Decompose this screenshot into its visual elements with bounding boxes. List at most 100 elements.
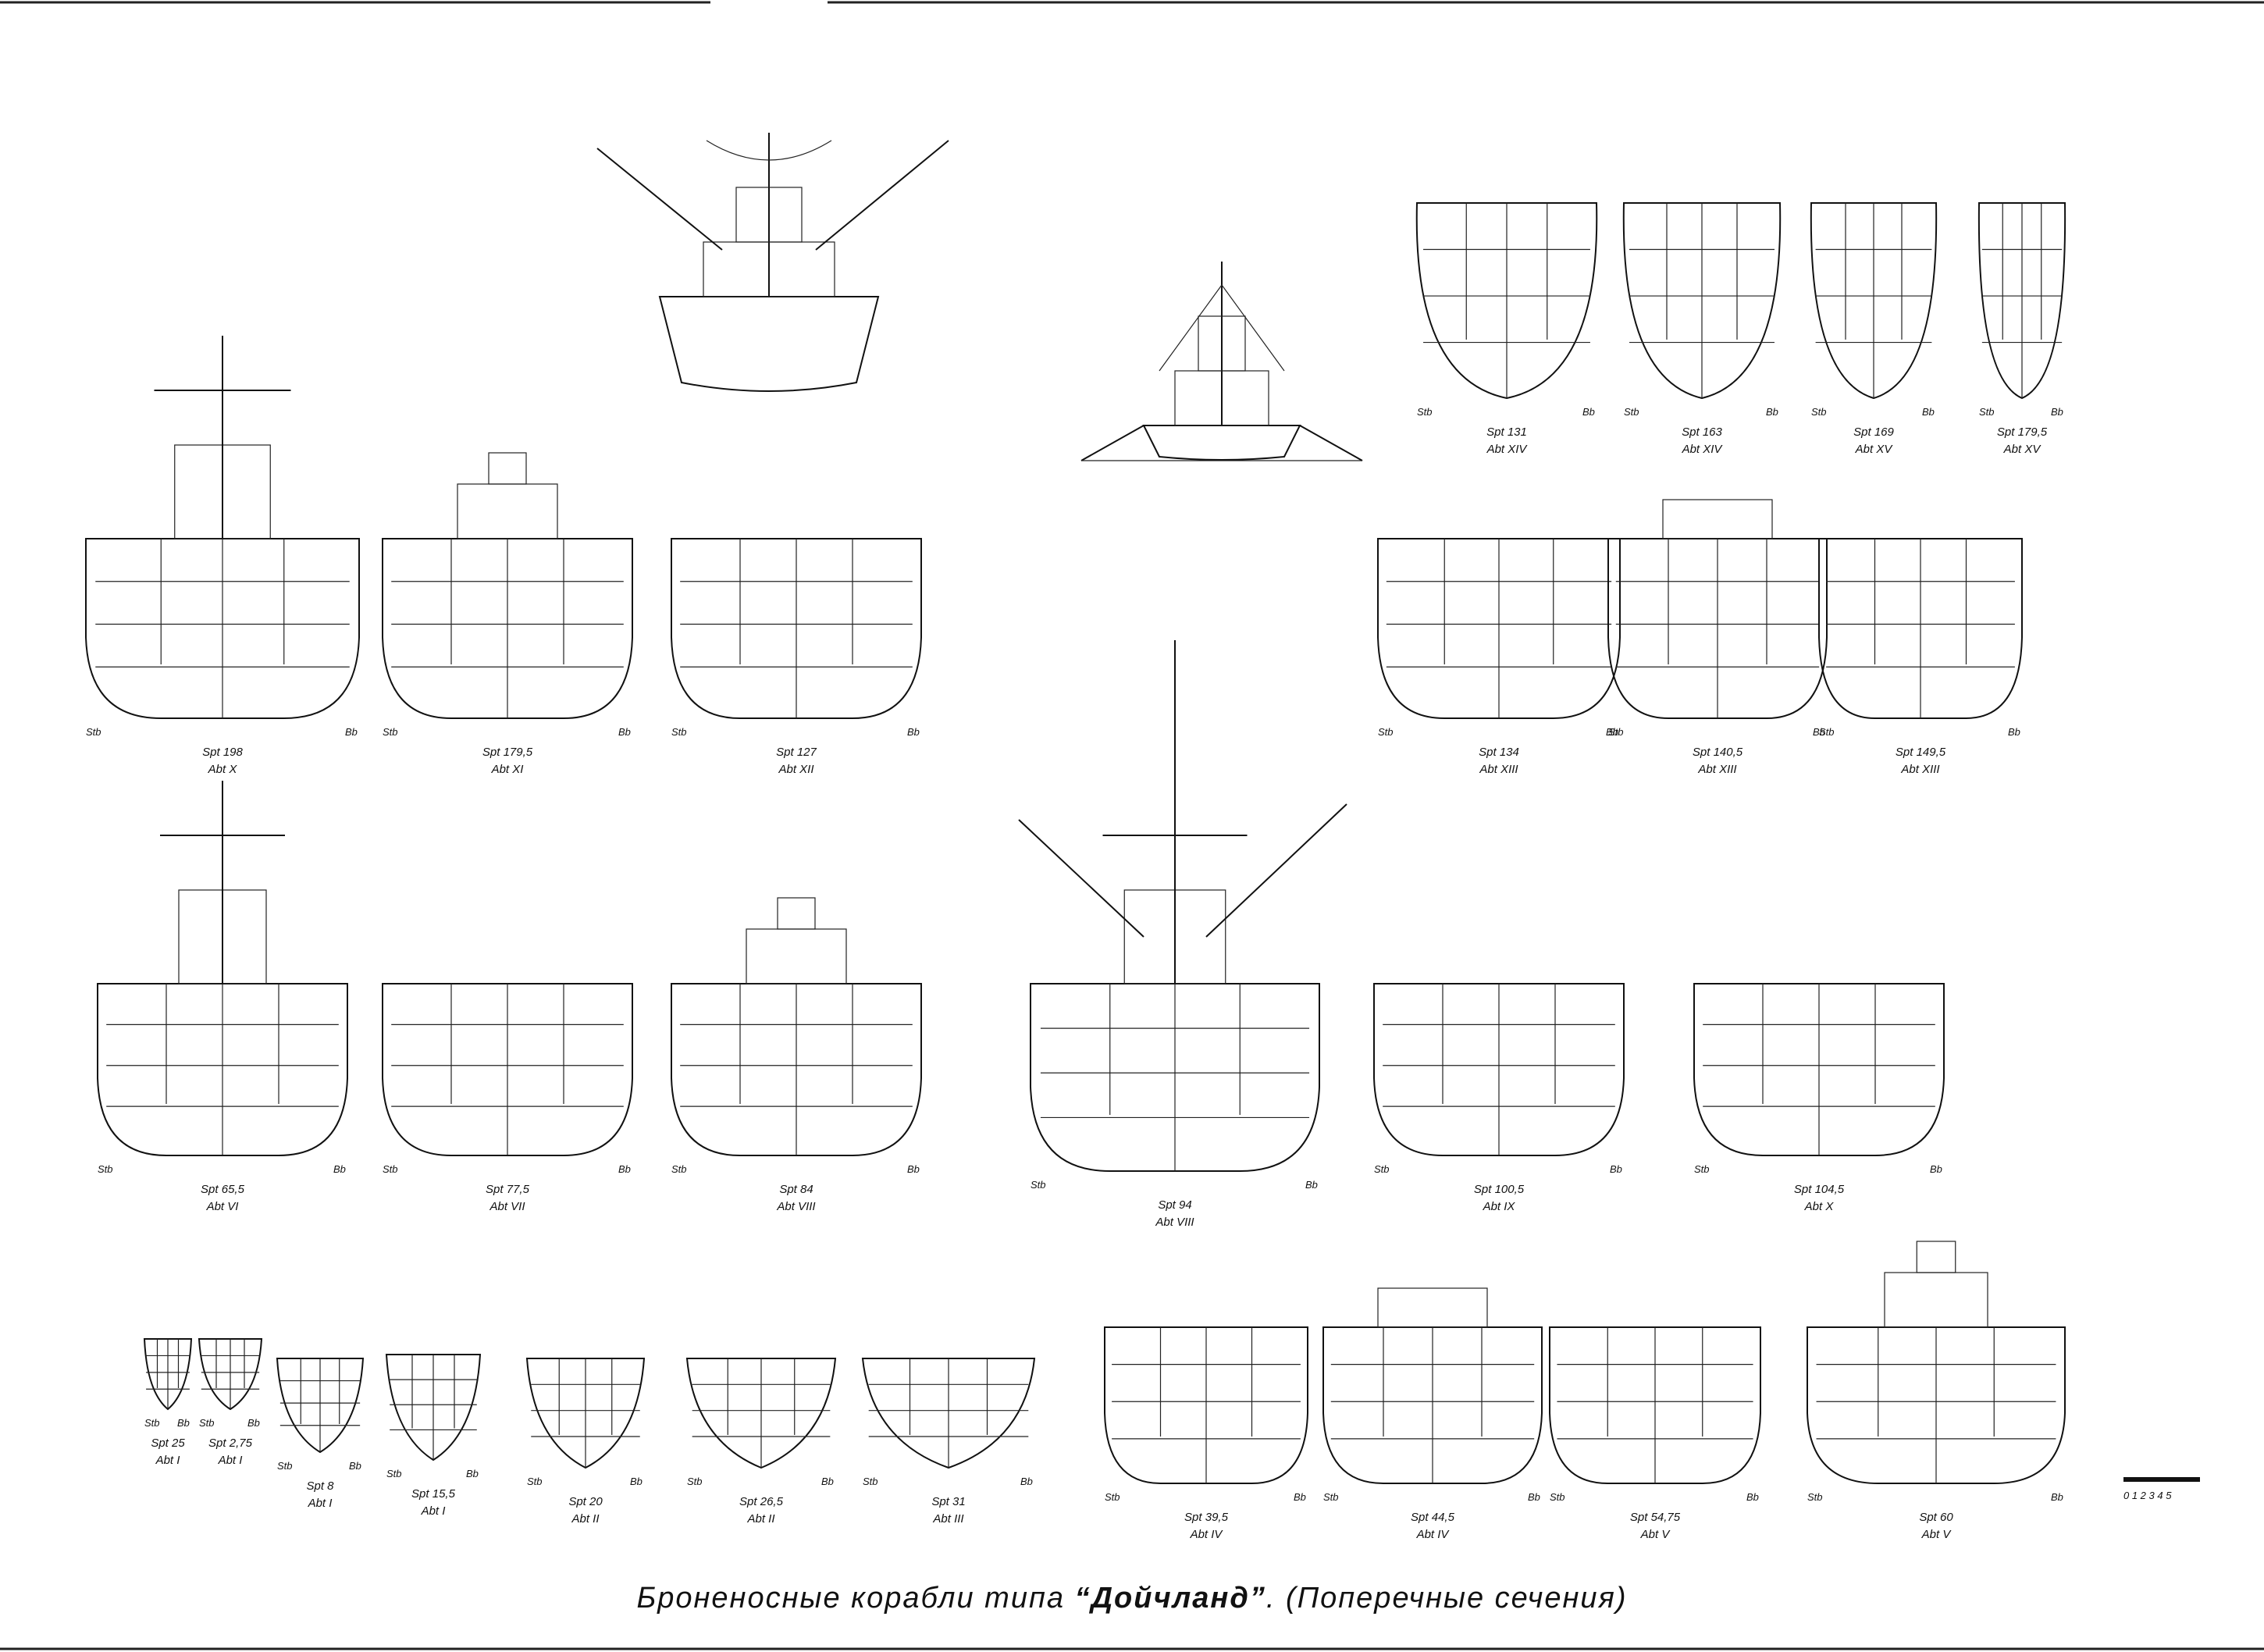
section-compartment-label: Abt III — [932, 1512, 963, 1526]
section-frame-label: Spt 8 — [306, 1479, 334, 1493]
section-side-bb: Bb — [907, 726, 920, 738]
section-compartment-label: Abt IV — [1416, 1528, 1451, 1541]
section-side-stb: Stb — [687, 1476, 703, 1487]
section-side-bb: Bb — [1813, 726, 1825, 738]
section-side-stb: Stb — [1694, 1163, 1710, 1175]
section-side-stb: Stb — [1979, 406, 1995, 418]
scale-bar-ticks: 0 1 2 3 4 5 — [2123, 1490, 2172, 1501]
section-frame-label: Spt 131 — [1486, 425, 1527, 439]
section-compartment-label: Abt I — [155, 1454, 180, 1467]
section-frame-label: Spt 163 — [1682, 425, 1722, 439]
section-side-stb: Stb — [277, 1460, 293, 1472]
section-frame-label: Spt 65,5 — [201, 1183, 245, 1196]
section-frame-label: Spt 84 — [779, 1183, 813, 1196]
caption-prefix: Броненосные корабли типа — [636, 1582, 1075, 1615]
figure-caption: Броненосные корабли типа “Дойчланд”. (По… — [0, 1582, 2264, 1625]
aft-elevation-view — [1080, 262, 1363, 461]
section-compartment-label: Abt X — [1804, 1200, 1835, 1213]
section-side-stb: Stb — [383, 726, 398, 738]
section-frame-label: Spt 104,5 — [1794, 1183, 1845, 1196]
section-compartment-label: Abt VIII — [776, 1200, 815, 1213]
section-side-bb: Bb — [907, 1163, 920, 1175]
section-side-bb: Bb — [247, 1417, 260, 1429]
section-compartment-label: Abt XV — [2003, 443, 2042, 456]
section-side-bb: Bb — [618, 1163, 631, 1175]
section-side-bb: Bb — [2008, 726, 2020, 738]
section-compartment-label: Abt XIV — [1682, 443, 1724, 456]
section-side-bb: Bb — [1305, 1179, 1318, 1191]
section-side-stb: Stb — [144, 1417, 160, 1429]
section-side-stb: Stb — [1417, 406, 1433, 418]
section-side-stb: Stb — [671, 1163, 687, 1175]
section-side-bb: Bb — [1606, 726, 1618, 738]
caption-ship-name: “Дойчланд” — [1074, 1582, 1266, 1615]
scale-bar: 0 1 2 3 4 5 — [2123, 1477, 2200, 1501]
section-frame-label: Spt 140,5 — [1693, 746, 1743, 759]
section-side-stb: Stb — [527, 1476, 543, 1487]
section-frame-label: Spt 169 — [1853, 425, 1894, 439]
bow-elevation-view — [596, 133, 949, 392]
section-side-bb: Bb — [466, 1468, 479, 1479]
section-side-bb: Bb — [821, 1476, 834, 1487]
section-frame-label: Spt 94 — [1158, 1198, 1191, 1212]
section-side-bb: Bb — [1930, 1163, 1942, 1175]
section-compartment-label: Abt XIII — [1900, 763, 1939, 776]
section-frame-label: Spt 44,5 — [1411, 1511, 1455, 1524]
section-frame-label: Spt 2,75 — [208, 1437, 253, 1450]
section-frame-label: Spt 31 — [931, 1495, 965, 1508]
section-side-bb: Bb — [177, 1417, 190, 1429]
section-frame-label: Spt 149,5 — [1896, 746, 1946, 759]
section-side-bb: Bb — [2051, 1491, 2063, 1503]
section-side-stb: Stb — [1608, 726, 1624, 738]
section-compartment-label: Abt VII — [489, 1200, 525, 1213]
section-frame-label: Spt 198 — [202, 746, 243, 759]
section-side-stb: Stb — [386, 1468, 402, 1479]
section-side-stb: Stb — [1323, 1491, 1339, 1503]
section-side-bb: Bb — [345, 726, 358, 738]
section-side-bb: Bb — [1746, 1491, 1759, 1503]
section-compartment-label: Abt XIV — [1486, 443, 1529, 456]
section-compartment-label: Abt II — [746, 1512, 774, 1526]
section-side-stb: Stb — [863, 1476, 878, 1487]
section-side-bb: Bb — [333, 1163, 346, 1175]
section-frame-label: Spt 179,5 — [482, 746, 533, 759]
section-frame-label: Spt 54,75 — [1630, 1511, 1681, 1524]
section-frame-label: Spt 100,5 — [1474, 1183, 1525, 1196]
section-side-bb: Bb — [1922, 406, 1935, 418]
section-side-bb: Bb — [1020, 1476, 1033, 1487]
section-compartment-label: Abt XII — [778, 763, 813, 776]
section-frame-label: Spt 179,5 — [1997, 425, 2048, 439]
section-side-stb: Stb — [383, 1163, 398, 1175]
section-compartment-label: Abt XIII — [1479, 763, 1518, 776]
section-frame-label: Spt 20 — [568, 1495, 603, 1508]
section-side-stb: Stb — [671, 726, 687, 738]
section-frame-label: Spt 25 — [151, 1437, 185, 1450]
section-frame-label: Spt 134 — [1479, 746, 1519, 759]
section-side-stb: Stb — [98, 1163, 113, 1175]
section-compartment-label: Abt IV — [1190, 1528, 1224, 1541]
section-side-bb: Bb — [1582, 406, 1595, 418]
section-frame-label: Spt 77,5 — [486, 1183, 530, 1196]
section-compartment-label: Abt VI — [206, 1200, 239, 1213]
section-side-stb: Stb — [1550, 1491, 1565, 1503]
section-side-stb: Stb — [1105, 1491, 1120, 1503]
section-compartment-label: Abt X — [208, 763, 238, 776]
section-side-bb: Bb — [2051, 406, 2063, 418]
section-frame-label: Spt 127 — [776, 746, 817, 759]
